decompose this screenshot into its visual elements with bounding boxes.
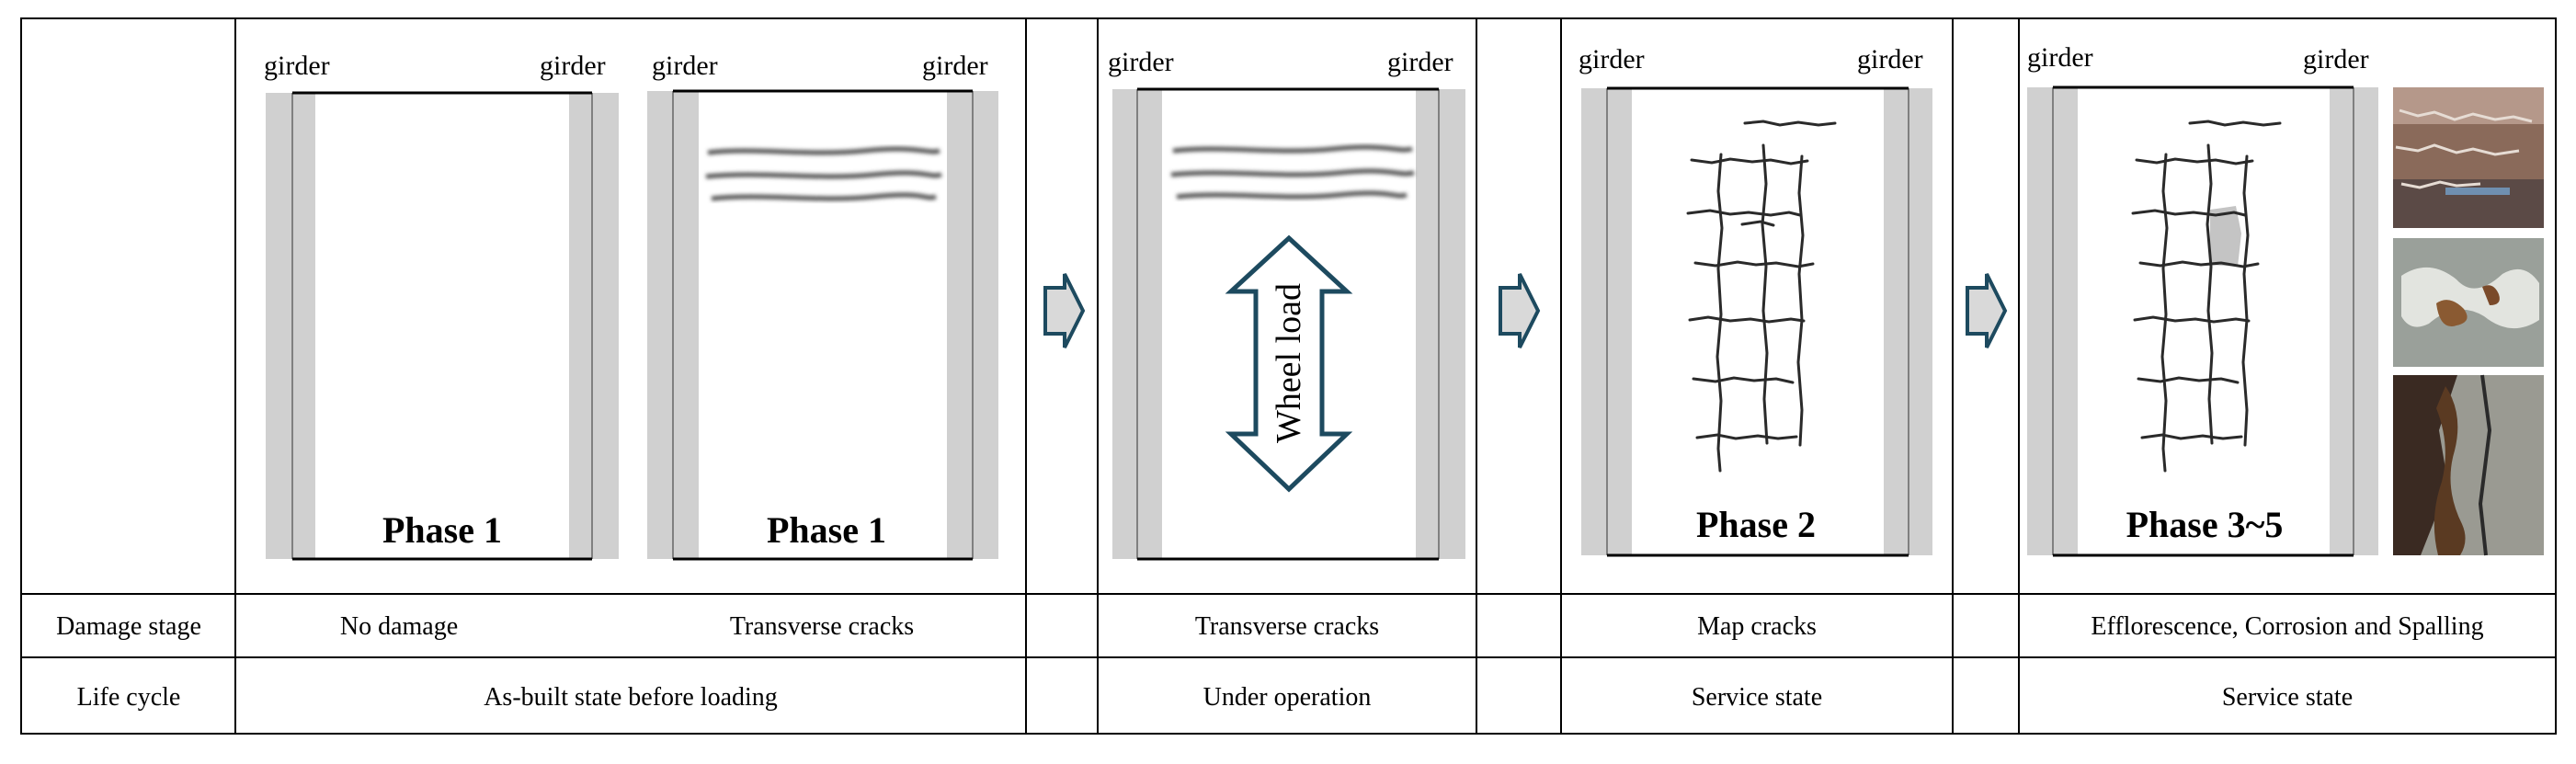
efflorescence-photo — [2393, 87, 2544, 228]
map-cracks — [1686, 120, 1837, 473]
spalling-photo — [2393, 374, 2544, 556]
row-header-life-cycle: Life cycle — [77, 683, 181, 712]
life-cycle-row: Life cycle As-built state before loading… — [77, 683, 2353, 712]
map-cracks — [2131, 120, 2282, 473]
cell-as-built: As-built state before loading — [484, 683, 778, 712]
corrosion-photo — [2393, 238, 2544, 367]
cell-map-cracks: Map cracks — [1697, 612, 1817, 641]
deck-slab — [1632, 88, 1884, 555]
phase-label: Phase 1 — [767, 509, 886, 551]
cell-service-state-1: Service state — [1692, 683, 1822, 712]
wheel-load-arrow: Wheel load — [1225, 234, 1353, 493]
cell-transverse-cracks-1: Transverse cracks — [730, 612, 914, 641]
phase-label: Phase 2 — [1696, 504, 1816, 545]
girder-label-right: girder — [1857, 44, 1923, 74]
panel-under-operation: Wheel load girder girder — [1108, 47, 1465, 561]
phase-label: Phase 3~5 — [2126, 504, 2284, 545]
cell-transverse-cracks-2: Transverse cracks — [1195, 612, 1379, 641]
deck-slab — [315, 93, 569, 559]
damage-stage-row: Damage stage No damage Transverse cracks… — [56, 612, 2483, 641]
cell-no-damage: No damage — [340, 612, 458, 641]
cell-service-state-2: Service state — [2222, 683, 2353, 712]
panel-phase1-transverse-cracks: girder girder Phase 1 — [647, 51, 998, 561]
girder-label-right: girder — [1387, 47, 1453, 77]
girder-label-left: girder — [652, 51, 718, 81]
row-header-damage-stage: Damage stage — [56, 612, 201, 641]
deck-slab — [699, 91, 947, 559]
transition-arrow-2 — [1499, 273, 1541, 348]
spalling-patch — [2210, 206, 2241, 267]
girder-label-right: girder — [922, 51, 988, 81]
cell-under-operation: Under operation — [1203, 683, 1372, 712]
cell-efflorescence-corrosion-spalling: Efflorescence, Corrosion and Spalling — [2091, 612, 2483, 641]
panel-phase2-map-cracks: girder girder Phase 2 — [1579, 44, 1932, 557]
girder-label-right: girder — [2303, 44, 2369, 74]
table-grid — [20, 17, 2557, 735]
transverse-cracks — [705, 146, 942, 201]
girder-label-left: girder — [1579, 44, 1645, 74]
girder-label-left: girder — [2027, 42, 2093, 73]
girder-label-left: girder — [1108, 47, 1174, 77]
transition-arrow-3 — [1966, 273, 2008, 348]
transverse-cracks — [1170, 144, 1415, 200]
transition-arrow-1 — [1043, 273, 1086, 348]
wheel-load-label: Wheel load — [1270, 283, 1308, 443]
phase-label: Phase 1 — [382, 509, 502, 551]
panel-phase1-no-damage: girder girder Phase 1 — [264, 51, 619, 561]
panel-phase3-5: girder girder Phase 3~5 — [2027, 42, 2544, 557]
girder-label-left: girder — [264, 51, 330, 81]
girder-label-right: girder — [540, 51, 606, 81]
